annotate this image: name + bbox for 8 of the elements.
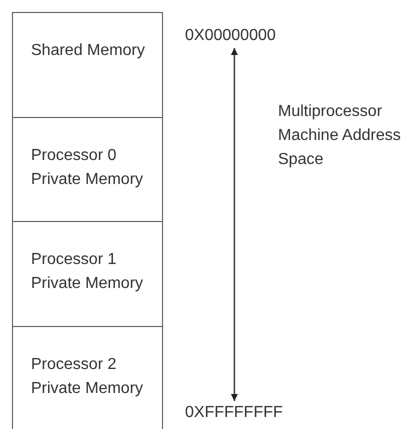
memory-region-box: Processor 2 Private Memory	[12, 326, 163, 429]
memory-region-box: Shared Memory	[12, 12, 163, 119]
address-space-label: Multiprocessor Machine Address Space	[278, 102, 402, 170]
address-label: 0XFFFFFFFF	[183, 403, 285, 423]
memory-region-box: Processor 1 Private Memory	[12, 221, 163, 328]
double-arrow	[230, 48, 238, 401]
memory-region-box: Processor 0 Private Memory	[12, 117, 163, 223]
address-label: 0X00000000	[183, 26, 278, 46]
